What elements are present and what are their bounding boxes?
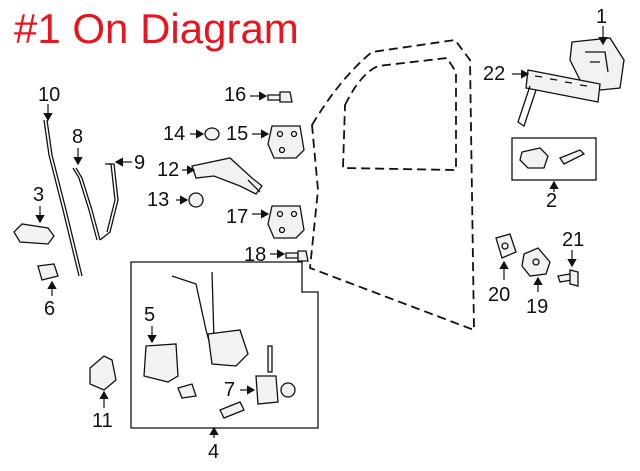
part-13-nut — [176, 192, 204, 208]
callout-20: 20 — [488, 284, 511, 306]
callout-7: 7 — [224, 379, 236, 401]
part-19-striker — [521, 247, 551, 292]
part-4-latch-assembly-box — [130, 261, 319, 438]
part-15-upper-hinge — [252, 125, 305, 159]
callout-13: 13 — [147, 189, 170, 211]
part-17-lower-hinge — [252, 205, 305, 239]
part-12-door-check — [182, 157, 263, 195]
callout-19: 19 — [526, 296, 549, 318]
callout-14: 14 — [163, 123, 186, 145]
callout-6: 6 — [44, 298, 56, 320]
callout-11: 11 — [92, 410, 113, 432]
callout-2: 2 — [546, 190, 558, 212]
part-7-actuator — [219, 375, 296, 419]
callout-15: 15 — [226, 123, 249, 145]
part-1-handle-bracket — [569, 26, 625, 91]
part-18-bolt — [270, 249, 309, 262]
part-11-switch — [89, 355, 117, 408]
callout-1: 1 — [596, 6, 608, 28]
diagram-title: #1 On Diagram — [14, 5, 299, 52]
callout-4: 4 — [208, 441, 220, 463]
part-8-rod — [72, 148, 101, 241]
part-16-bolt — [250, 91, 293, 103]
callout-21: 21 — [562, 229, 585, 251]
callout-9: 9 — [134, 152, 146, 174]
part-2-lock-cylinder-kit — [511, 137, 597, 192]
part-14-plug — [190, 127, 220, 141]
callout-22: 22 — [483, 63, 506, 85]
callout-17: 17 — [226, 206, 249, 228]
part-21-bolt — [557, 250, 579, 287]
callout-3: 3 — [33, 184, 45, 206]
part-5-latch — [143, 326, 179, 383]
callout-18: 18 — [244, 244, 267, 266]
part-6-bezel — [37, 263, 59, 296]
callout-16: 16 — [224, 84, 247, 106]
part-22-handle — [512, 69, 601, 128]
part-3-inside-handle — [13, 206, 55, 245]
callout-10: 10 — [38, 84, 61, 106]
callout-12: 12 — [157, 159, 180, 181]
latch-bolt — [177, 383, 197, 399]
part-10-rod — [43, 104, 83, 277]
part-9-rod — [99, 157, 132, 241]
callout-5: 5 — [144, 304, 156, 326]
part-20-plate — [495, 233, 517, 280]
callout-8: 8 — [72, 126, 84, 148]
door-outline — [309, 39, 475, 332]
